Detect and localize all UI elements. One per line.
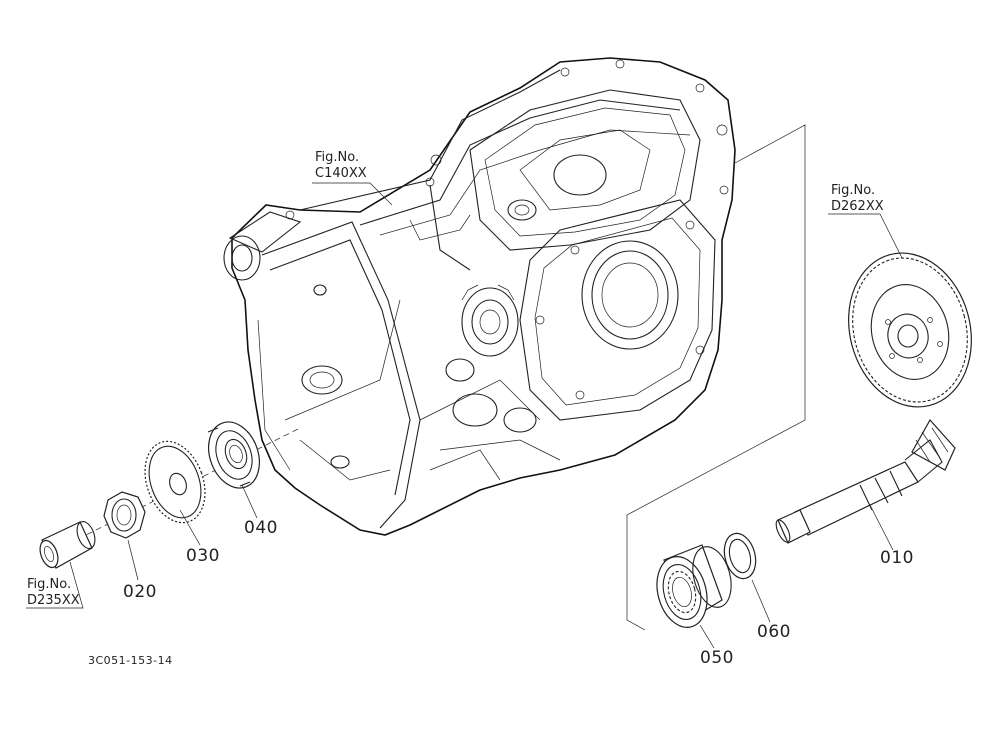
fig-ref-c140xx: Fig.No. C140XX xyxy=(315,150,367,182)
transmission-case xyxy=(223,57,736,536)
fig-ref-code: D235XX xyxy=(27,593,80,608)
part-030-gear xyxy=(144,440,206,524)
part-label-040: 040 xyxy=(244,518,278,538)
fig-ref-label: Fig.No. xyxy=(27,577,72,592)
part-020-nut xyxy=(103,491,146,539)
fig-ref-d262xx: Fig.No. D262XX xyxy=(831,183,884,215)
sleeve-d235xx xyxy=(39,521,96,569)
part-040-bearing xyxy=(207,421,260,489)
part-label-010: 010 xyxy=(880,548,914,568)
part-label-060: 060 xyxy=(757,622,791,642)
fig-ref-code: D262XX xyxy=(831,199,884,214)
fig-ref-label: Fig.No. xyxy=(831,183,876,198)
fig-ref-label: Fig.No. xyxy=(315,150,360,165)
part-050-bearing xyxy=(656,544,732,628)
part-label-050: 050 xyxy=(700,648,734,668)
bevel-gear-d262xx xyxy=(848,252,972,408)
leader-lines xyxy=(26,182,903,649)
drawing-reference: 3C051-153-14 xyxy=(88,654,173,667)
part-010-pinion-shaft xyxy=(775,418,956,544)
part-060-washer xyxy=(723,532,757,580)
fig-ref-code: C140XX xyxy=(315,166,367,181)
part-label-030: 030 xyxy=(186,546,220,566)
fig-ref-d235xx: Fig.No. D235XX xyxy=(27,577,80,609)
part-label-020: 020 xyxy=(123,582,157,602)
